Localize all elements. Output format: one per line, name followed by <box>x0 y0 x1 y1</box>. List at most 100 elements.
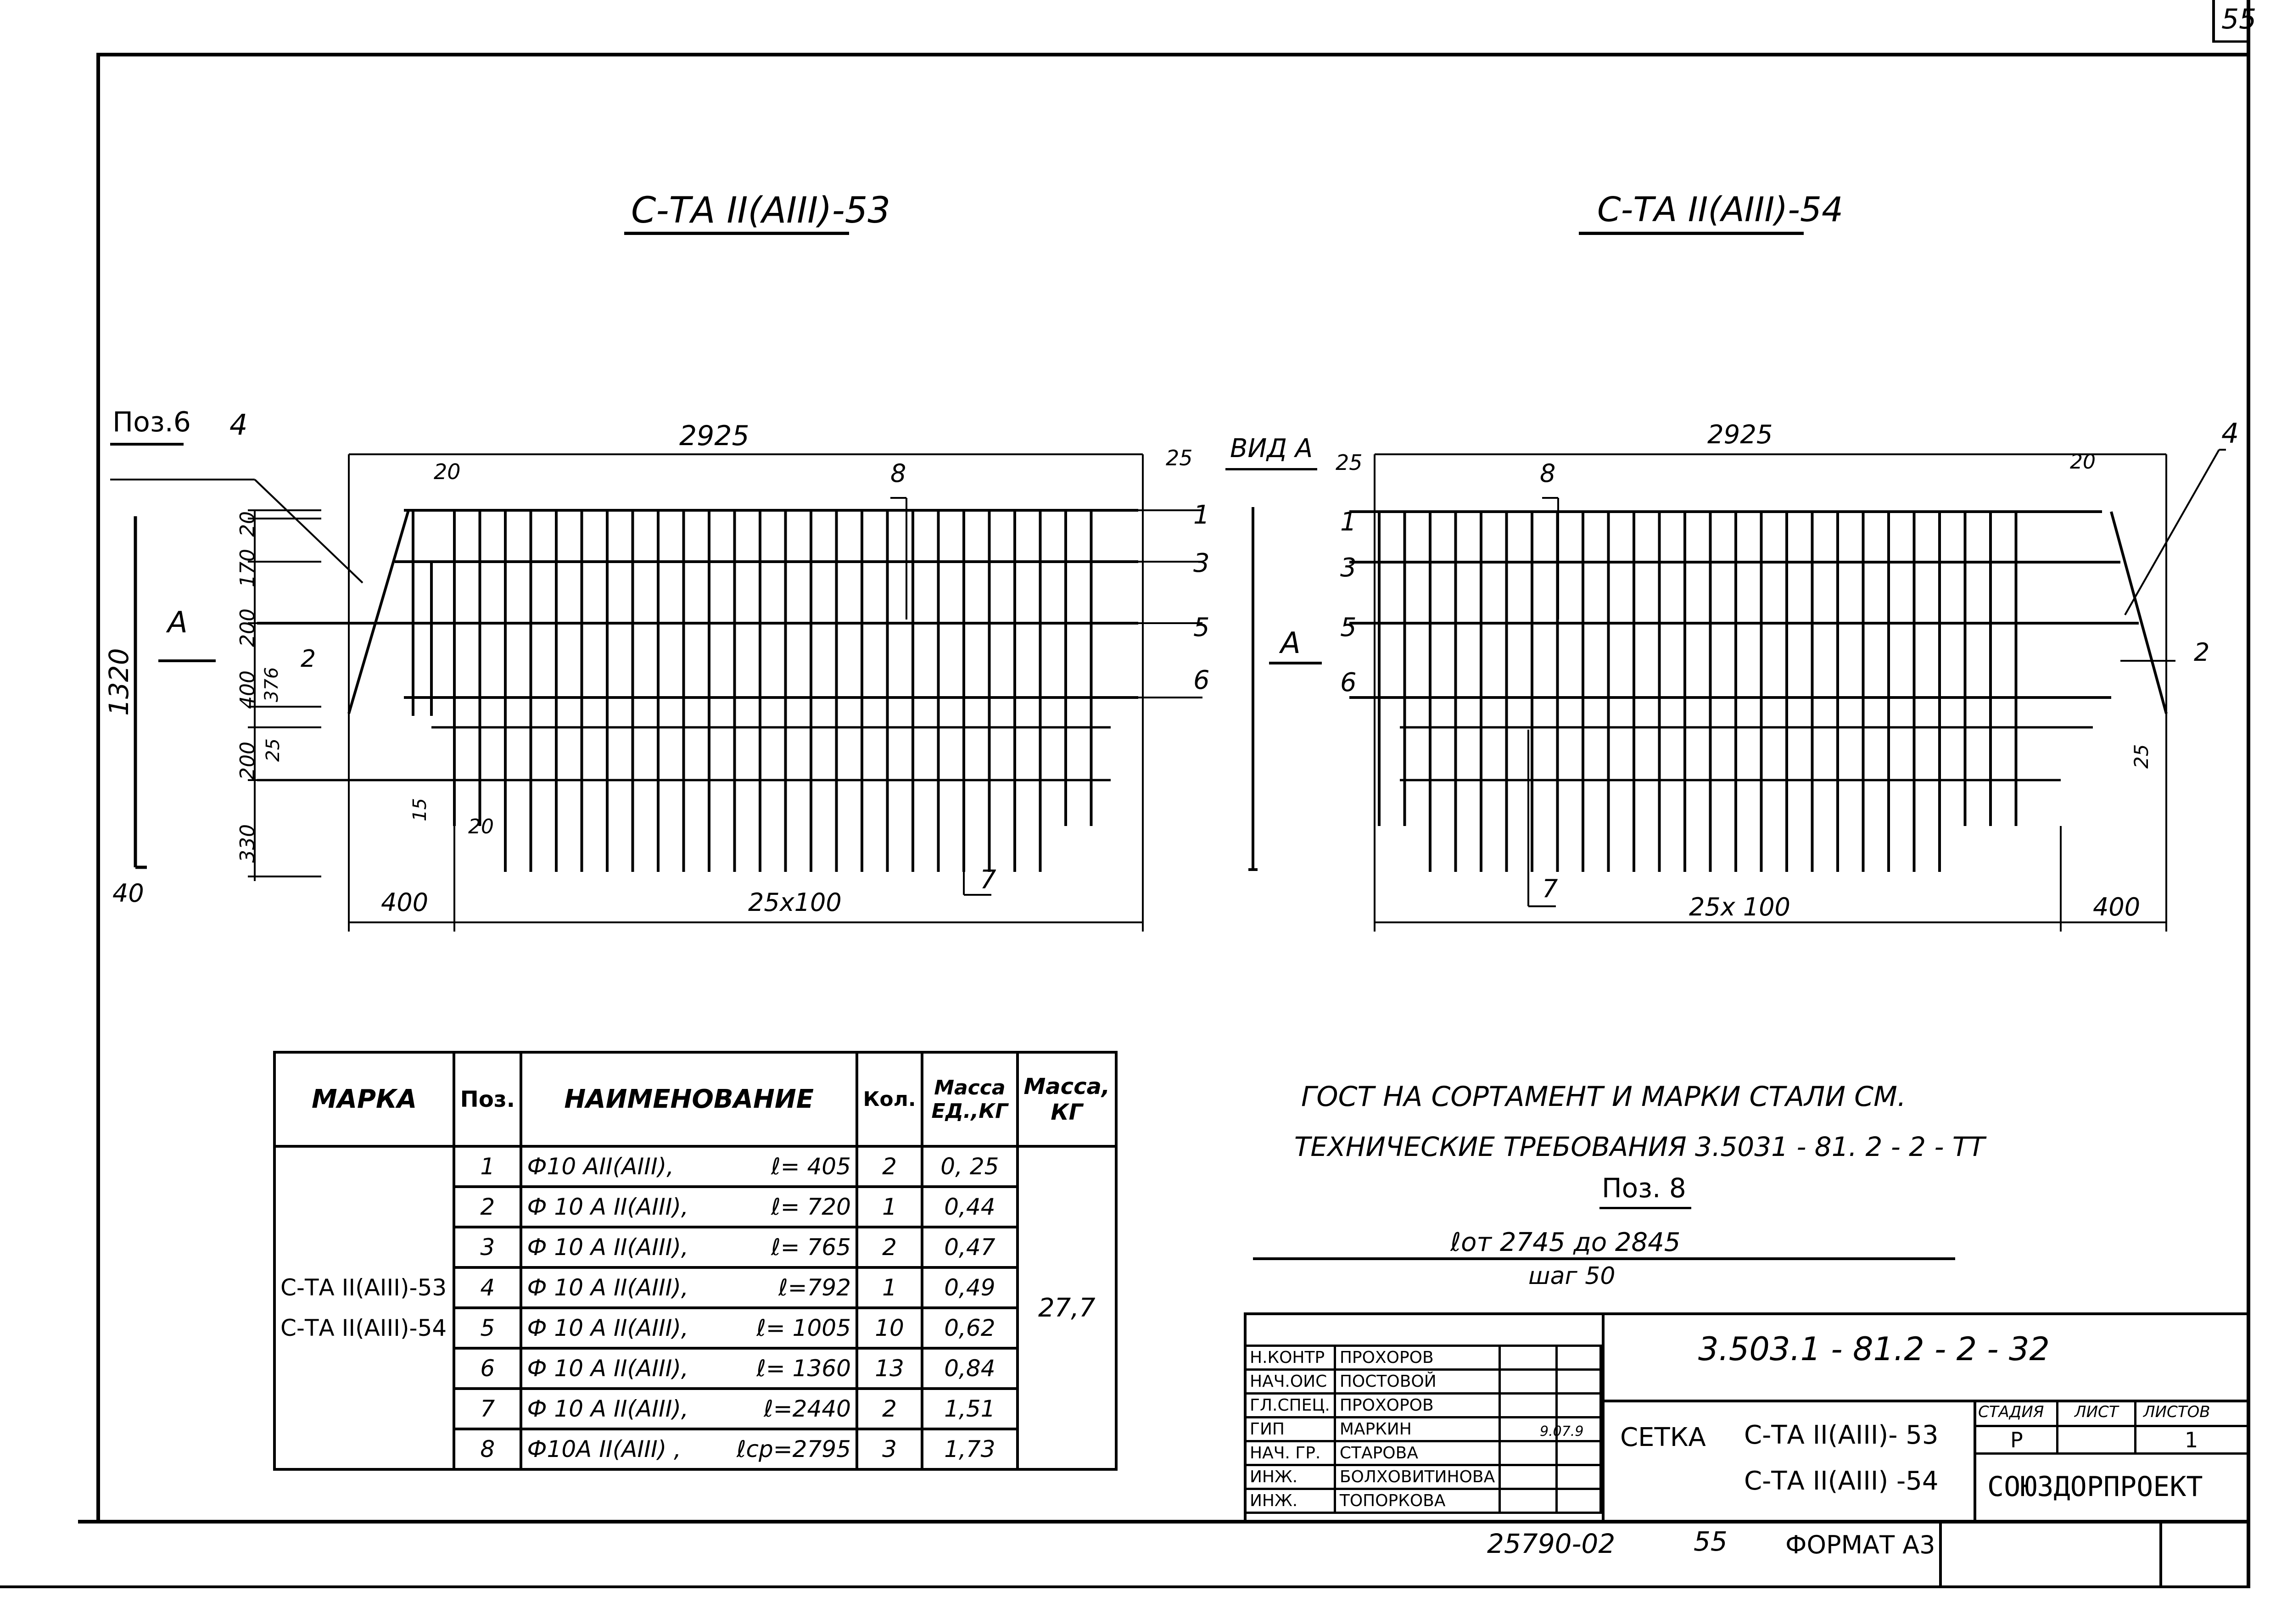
staff-name: СТАРОВА <box>1333 1440 1501 1466</box>
right-title-underline <box>1579 232 1804 235</box>
note-pos8-step: шаг 50 <box>1528 1262 1616 1290</box>
left-dim-400: 400 <box>236 670 259 709</box>
staff-date <box>1555 1440 1602 1466</box>
note-line-1: ГОСТ НА СОРТАМЕНТ И МАРКИ СТАЛИ СМ. <box>1301 1081 1906 1113</box>
spec-total-mass: 27,7 <box>1016 1145 1118 1471</box>
stamp-stage-col2 <box>2134 1400 2136 1455</box>
spec-length: ℓ= 1360 <box>756 1355 851 1382</box>
spec-unit-mass: 0, 25 <box>921 1145 1019 1188</box>
leader-pos4 <box>254 479 363 584</box>
left-overall-bottom: 40 <box>112 879 144 908</box>
left-bottom-dim-25x100: 25х100 <box>748 888 842 917</box>
spec-name-text: Ф 10 А II(АIII), <box>527 1355 688 1382</box>
stamp-date: 9.07.9 <box>1540 1423 1584 1440</box>
right-view-title: С-ТА II(АIII)-54 <box>1597 190 1844 229</box>
spec-name-text: Ф10 АII(АIII), <box>527 1153 674 1180</box>
note-pos8-length: ℓот 2745 до 2845 <box>1450 1228 1681 1257</box>
staff-signature <box>1499 1488 1558 1514</box>
stage-label: СТАДИЯ <box>1978 1403 2044 1421</box>
left-small-dim-20b: 20 <box>468 815 494 838</box>
spec-pos: 6 <box>453 1347 523 1390</box>
stamp-stage-col1 <box>2056 1400 2058 1455</box>
staff-row: ИНЖ.БОЛХОВИТИНОВА <box>1244 1464 1602 1490</box>
spec-header-pos: Поз. <box>453 1051 523 1148</box>
left-small-dim-20a: 20 <box>434 459 461 484</box>
stamp-top-line <box>1244 1312 2249 1315</box>
spec-pos: 8 <box>453 1428 523 1471</box>
spec-name: Ф 10 А II(АIII),ℓ= 720 <box>520 1185 858 1228</box>
spec-pos: 5 <box>453 1306 523 1350</box>
spec-pos: 7 <box>453 1387 523 1430</box>
spec-header-unit-mass: Масса ЕД.,КГ <box>921 1051 1019 1148</box>
spec-qty: 10 <box>855 1306 924 1350</box>
left-dim-200b: 200 <box>236 742 259 780</box>
note-divider <box>1253 1257 1955 1260</box>
left-title-underline <box>624 232 849 235</box>
left-mark-1: 1 <box>1193 500 1210 530</box>
spec-name-text: Ф 10 А II(АIII), <box>527 1274 688 1301</box>
staff-date <box>1555 1488 1602 1514</box>
left-top-dim: 2925 <box>679 420 749 452</box>
right-small-dim-20: 20 <box>2070 450 2096 474</box>
staff-date <box>1555 1392 1602 1418</box>
staff-name: ПОСТОВОЙ <box>1333 1368 1501 1395</box>
spec-qty: 1 <box>855 1266 924 1309</box>
right-mark-7: 7 <box>1542 874 1558 903</box>
left-mark-6: 6 <box>1193 665 1210 695</box>
staff-name: ПРОХОРОВ <box>1333 1345 1501 1371</box>
note-pos8-underline <box>1599 1207 1691 1209</box>
sheet-label: ЛИСТ <box>2075 1403 2119 1421</box>
staff-signature <box>1499 1440 1558 1466</box>
item-mark-1: С-ТА II(АIII)- 53 <box>1744 1420 1939 1450</box>
right-top-dim: 2925 <box>1707 420 1773 450</box>
right-mark-2: 2 <box>2194 638 2210 667</box>
spec-length: ℓ= 720 <box>771 1194 851 1220</box>
rebar-pos4 <box>2110 511 2168 714</box>
spec-name: Ф 10 А II(АIII), ℓ= 1360 <box>520 1347 858 1390</box>
left-arrow-label: А <box>168 606 188 640</box>
left-mark-7: 7 <box>980 865 996 895</box>
staff-signature <box>1499 1392 1558 1418</box>
staff-date <box>1555 1368 1602 1395</box>
left-overall-height: 1320 <box>103 648 134 716</box>
spec-qty: 2 <box>855 1387 924 1430</box>
spec-name: Ф 10 А II(АIII), ℓ=792 <box>520 1266 858 1309</box>
sheet-bottom-line <box>0 1585 2250 1588</box>
right-mark-8: 8 <box>1540 459 1556 488</box>
spec-unit-mass: 0,49 <box>921 1266 1019 1309</box>
stamp-stage-split <box>1974 1400 1976 1524</box>
stamp-col-split <box>1602 1312 1605 1524</box>
spec-name-text: Ф 10 А II(АIII), <box>527 1315 688 1341</box>
footer-box-mid <box>2159 1524 2162 1588</box>
leader-pos4 <box>2124 449 2220 615</box>
left-mark-3: 3 <box>1193 548 1210 578</box>
spec-unit-mass: 0,47 <box>921 1226 1019 1269</box>
left-pos-label: Поз.6 <box>112 406 191 438</box>
spec-length: ℓ=792 <box>778 1274 851 1301</box>
left-dim-200a: 200 <box>236 608 259 647</box>
spec-header-name: НАИМЕНОВАНИЕ <box>520 1051 858 1148</box>
stamp-stage-row2 <box>1974 1452 2249 1455</box>
spec-name-text: Ф 10 А II(АIII), <box>527 1395 688 1422</box>
left-dim-170: 170 <box>236 549 259 587</box>
right-mark-5: 5 <box>1340 613 1357 642</box>
staff-date <box>1555 1464 1602 1490</box>
right-small-dim-25a: 25 <box>1336 450 1363 475</box>
sheets-label: ЛИСТОВ <box>2143 1403 2210 1421</box>
spec-pos: 2 <box>453 1185 523 1228</box>
right-bottom-dim-25x100: 25х 100 <box>1689 893 1790 921</box>
spec-length: ℓ= 1005 <box>756 1315 851 1341</box>
spec-pos: 4 <box>453 1266 523 1309</box>
pos-label-underline <box>110 443 184 446</box>
staff-name: БОЛХОВИТИНОВА <box>1333 1464 1501 1490</box>
footer-page: 55 <box>1694 1526 1728 1557</box>
right-mark-3: 3 <box>1340 553 1357 583</box>
spec-name: Ф10А II(АIII) ,ℓср=2795 <box>520 1428 858 1471</box>
staff-role: НАЧ. ГР. <box>1244 1440 1336 1466</box>
